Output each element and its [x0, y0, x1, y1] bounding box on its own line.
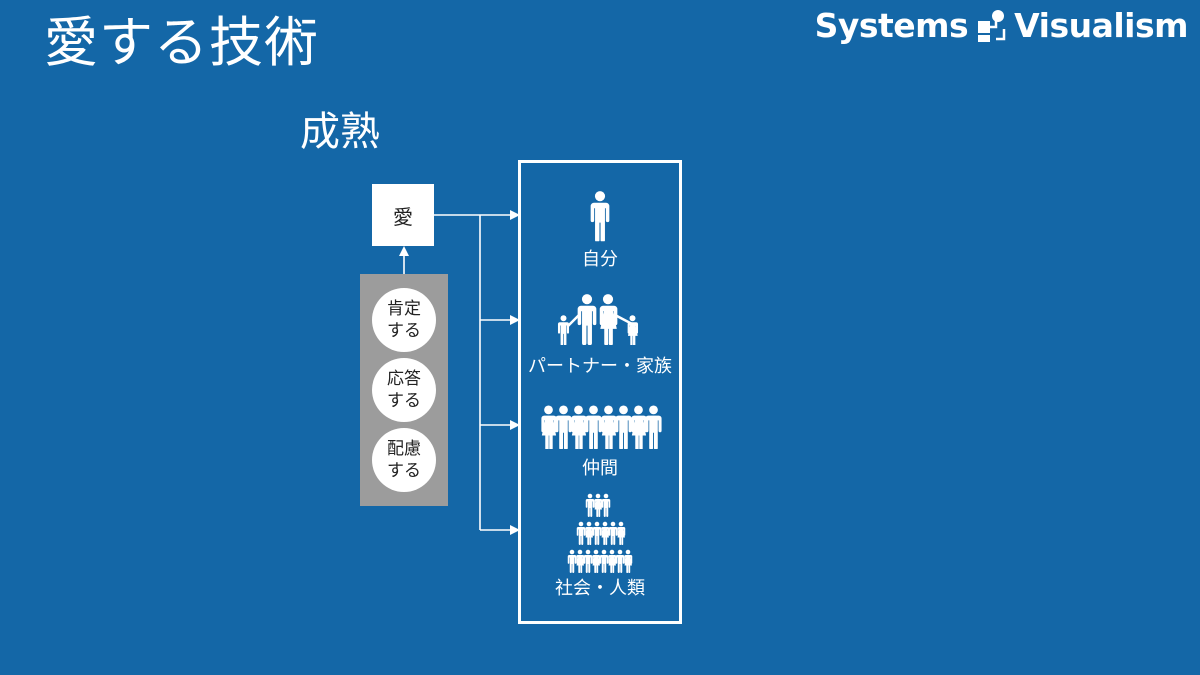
- target-label-society: 社会・人類: [555, 578, 645, 599]
- target-label-self: 自分: [582, 249, 618, 270]
- practices-panel: 肯定 する 応答 する 配慮 する: [360, 274, 448, 506]
- arrow-to-society: [510, 525, 520, 535]
- person-icon: [589, 189, 611, 243]
- diagram-subtitle: 成熟: [300, 109, 380, 155]
- practice-affirm-line1: 肯定: [387, 299, 421, 319]
- targets-box: 自分 パートナー・家族 仲間: [518, 160, 682, 624]
- arrow-to-love: [399, 246, 409, 256]
- practice-respond-line1: 応答: [387, 369, 421, 389]
- love-label: 愛: [393, 204, 413, 229]
- practice-respond-line2: する: [387, 391, 421, 411]
- practice-care-circle: 配慮 する: [372, 428, 436, 492]
- systems-visualism-logo-icon: [976, 9, 1006, 43]
- practice-respond-circle: 応答 する: [372, 358, 436, 422]
- love-box: 愛: [372, 184, 434, 246]
- practice-care-line1: 配慮: [387, 439, 421, 459]
- slide-title: 愛する技術: [44, 11, 319, 74]
- arrow-to-peers: [510, 420, 520, 430]
- target-label-peers: 仲間: [582, 458, 618, 479]
- family-icon: [557, 294, 639, 345]
- arrow-to-family: [510, 315, 520, 325]
- group-icon: [541, 405, 662, 449]
- arrow-to-self: [510, 210, 520, 220]
- target-label-family: パートナー・家族: [528, 356, 672, 377]
- brand-name-visualism: Visualism: [1014, 6, 1188, 45]
- practice-affirm-circle: 肯定 する: [372, 288, 436, 352]
- crowd-pyramid-icon: [567, 493, 633, 573]
- brand-name-systems: Systems: [814, 6, 969, 45]
- practice-affirm-line2: する: [387, 321, 421, 341]
- brand-logo: Systems Visualism: [814, 6, 1189, 45]
- practice-care-line2: する: [387, 461, 421, 481]
